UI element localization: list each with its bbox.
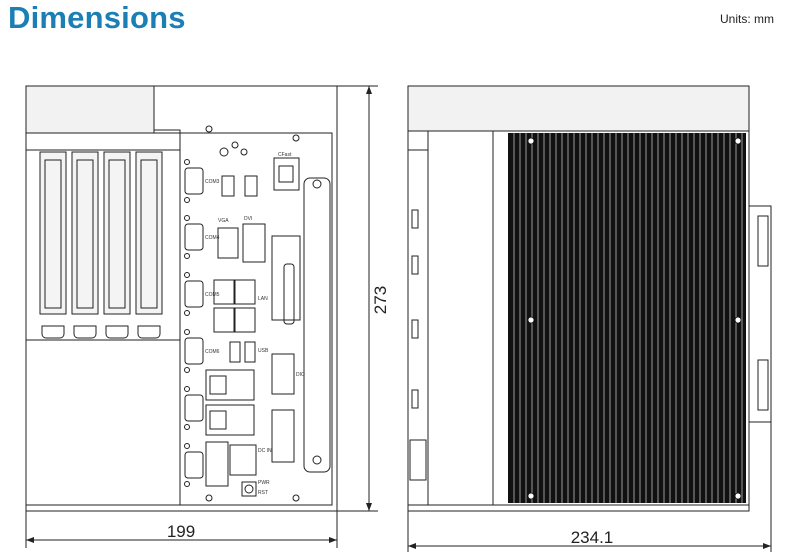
width-label-side: 234.1 — [571, 528, 614, 547]
front-view — [25, 85, 338, 512]
panel-label-com6: COM6 — [205, 349, 220, 355]
panel-label-com5: COM5 — [205, 292, 220, 298]
panel-labels: COM3 COM4 COM5 COM6 VGA DVI CFast USB LA… — [205, 152, 305, 496]
panel-label-vga: VGA — [218, 218, 229, 224]
side-view-arrows — [408, 543, 771, 549]
height-label: 273 — [371, 286, 390, 314]
panel-label-usb: USB — [258, 348, 269, 354]
panel-label-cfast: CFast — [278, 152, 292, 158]
front-view-arrows — [26, 86, 372, 543]
heatsink-fins — [508, 133, 746, 503]
panel-label-pwr: PWR — [258, 480, 270, 486]
front-view-dimensions — [25, 85, 378, 548]
expansion-slots — [39, 151, 163, 339]
panel-label-dcin: DC IN — [258, 448, 272, 454]
width-label-front: 199 — [167, 522, 195, 541]
io-panel — [179, 125, 333, 506]
panel-label-com3: COM3 — [205, 179, 220, 185]
side-view-dimensions — [407, 422, 772, 552]
page-title: Dimensions — [8, 0, 186, 35]
panel-label-com4: COM4 — [205, 235, 220, 241]
panel-label-lan: LAN — [258, 296, 268, 302]
panel-label-dio: DIO — [296, 372, 305, 378]
panel-label-dvi: DVI — [244, 216, 252, 222]
units-label: Units: mm — [720, 12, 774, 26]
panel-label-rst: RST — [258, 490, 268, 496]
